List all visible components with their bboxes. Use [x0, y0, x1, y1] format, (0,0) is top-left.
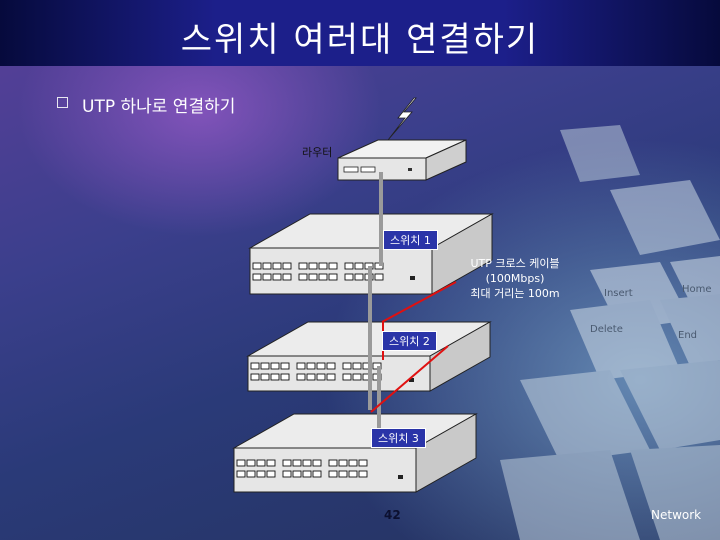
bullet-text: UTP 하나로 연결하기 [82, 97, 236, 117]
cable-note-line2: (100Mbps) [485, 272, 545, 285]
bullet-square-icon [57, 97, 68, 108]
switch-port [328, 262, 338, 270]
lightning-icon [387, 97, 417, 141]
switch-port [292, 470, 302, 478]
switch-3-ports [236, 459, 403, 479]
switch-port [282, 273, 292, 281]
router-label: 라우터 [302, 146, 333, 159]
switch-port [306, 373, 316, 381]
switch-port [338, 470, 348, 478]
switch-port [282, 262, 292, 270]
switch-port [298, 262, 308, 270]
switch-port [328, 470, 338, 478]
crossover-cable-1-2 [381, 281, 457, 323]
switch-port [270, 373, 280, 381]
key-end-text: End [678, 330, 697, 341]
switch-port [344, 273, 354, 281]
switch-port [252, 262, 262, 270]
switch-port [280, 362, 290, 370]
switch-port [338, 459, 348, 467]
switch-port [358, 470, 368, 478]
switch-port [262, 262, 272, 270]
switch-port [354, 262, 364, 270]
footer-text: Network [651, 508, 702, 522]
page-number: 42 [384, 508, 401, 522]
switch-port [252, 273, 262, 281]
status-led [398, 475, 403, 479]
switch-port [358, 459, 368, 467]
switch-port [256, 459, 266, 467]
switch-3-device [232, 413, 478, 493]
switch-1-label: 스위치 1 [383, 230, 438, 250]
switch-port [312, 470, 322, 478]
switch-port [292, 459, 302, 467]
switch-port [344, 262, 354, 270]
switch-port [318, 273, 328, 281]
switch-port [328, 273, 338, 281]
crossover-cable-2-3 [370, 345, 449, 413]
switch-port [326, 373, 336, 381]
switch-port [246, 459, 256, 467]
key-insert-text: Insert [604, 288, 633, 299]
status-led [410, 276, 415, 280]
switch-port [352, 362, 362, 370]
switch-port [272, 262, 282, 270]
switch-port [302, 470, 312, 478]
status-led [409, 378, 414, 382]
switch-port [282, 470, 292, 478]
switch-port [250, 362, 260, 370]
switch-port [266, 459, 276, 467]
switch-port [342, 373, 352, 381]
switch-port [298, 273, 308, 281]
switch-port [302, 459, 312, 467]
switch-port [348, 459, 358, 467]
switch-port [236, 470, 246, 478]
switch-port [262, 273, 272, 281]
switch-port [352, 373, 362, 381]
switch-port [260, 362, 270, 370]
switch-port [326, 362, 336, 370]
key-delete-text: Delete [590, 324, 623, 335]
switch-port [316, 362, 326, 370]
switch-port [280, 373, 290, 381]
switch-port [312, 459, 322, 467]
title-bar [0, 0, 720, 66]
switch-port [354, 273, 364, 281]
key-home-text: Home [682, 284, 712, 295]
switch-port [256, 470, 266, 478]
cable-note: UTP 크로스 케이블 (100Mbps) 최대 거리는 100m [450, 256, 580, 301]
switch-port [246, 470, 256, 478]
router [337, 139, 467, 181]
switch-port [260, 373, 270, 381]
switch-port [270, 362, 280, 370]
switch-port [296, 373, 306, 381]
switch-port [266, 470, 276, 478]
switch-port [250, 373, 260, 381]
slide-title: 스위치 여러대 연결하기 [180, 20, 540, 60]
cable-note-line3: 최대 거리는 100m [470, 287, 560, 300]
switch-port [342, 362, 352, 370]
switch-port [374, 273, 384, 281]
switch-2-label: 스위치 2 [382, 331, 437, 351]
switch-port [328, 459, 338, 467]
switch-3-label: 스위치 3 [371, 428, 426, 448]
switch-port [236, 459, 246, 467]
switch-port [272, 273, 282, 281]
switch-port [348, 470, 358, 478]
switch-port [316, 373, 326, 381]
cable-note-line1: UTP 크로스 케이블 [470, 257, 560, 270]
switch-port [296, 362, 306, 370]
switch-port [282, 459, 292, 467]
switch-port [308, 273, 318, 281]
switch-port [308, 262, 318, 270]
switch-port [306, 362, 316, 370]
switch-port [318, 262, 328, 270]
